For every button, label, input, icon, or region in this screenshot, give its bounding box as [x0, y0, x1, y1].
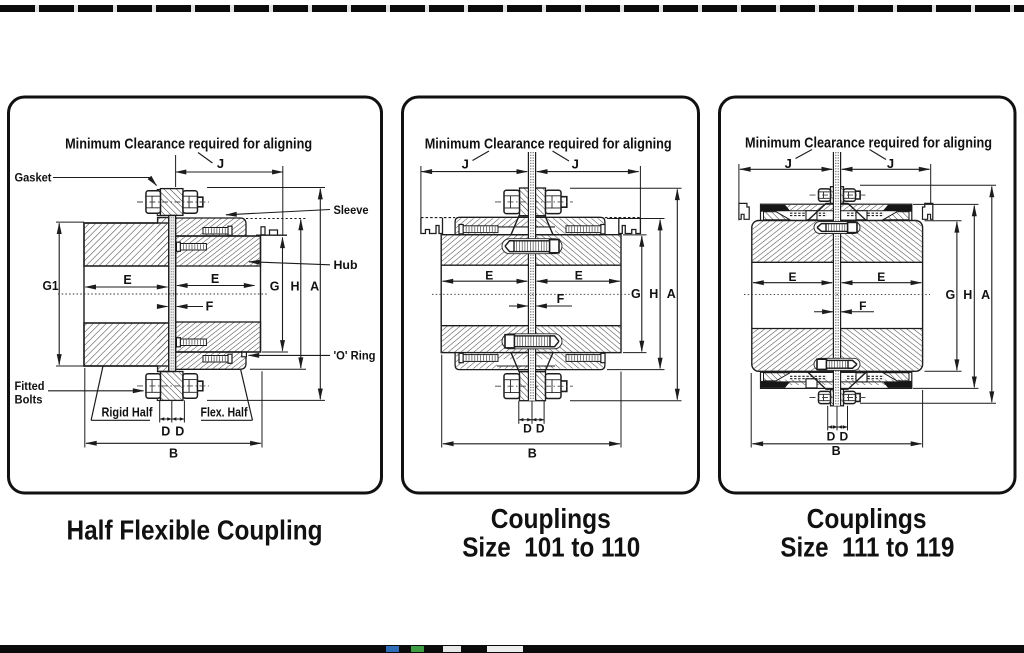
- svg-text:Rigid Half: Rigid Half: [102, 405, 154, 419]
- svg-text:B: B: [832, 444, 841, 458]
- svg-text:Bolts: Bolts: [15, 393, 43, 407]
- svg-text:B: B: [528, 447, 537, 461]
- svg-text:Fitted: Fitted: [15, 379, 45, 393]
- svg-text:Gasket: Gasket: [15, 171, 52, 185]
- svg-text:Couplings: Couplings: [807, 503, 927, 534]
- svg-text:Sleeve: Sleeve: [334, 203, 369, 217]
- svg-text:G: G: [946, 288, 956, 302]
- svg-text:Minimum Clearance required for: Minimum Clearance required for aligning: [745, 134, 992, 151]
- svg-text:Half Flexible Coupling: Half Flexible Coupling: [67, 515, 323, 546]
- svg-text:H: H: [649, 287, 658, 301]
- svg-text:J: J: [217, 156, 224, 171]
- svg-text:D: D: [839, 429, 848, 443]
- svg-text:G: G: [631, 287, 641, 301]
- svg-text:Minimum Clearance required for: Minimum Clearance required for aligning: [65, 135, 312, 152]
- svg-text:Size 111 to 119: Size 111 to 119: [780, 532, 954, 563]
- svg-text:H: H: [963, 288, 972, 302]
- svg-text:H: H: [290, 279, 299, 293]
- svg-text:E: E: [485, 268, 493, 282]
- svg-text:F: F: [859, 299, 866, 313]
- svg-text:G1: G1: [43, 279, 59, 293]
- svg-text:F: F: [557, 292, 565, 306]
- svg-text:J: J: [887, 156, 894, 171]
- svg-text:A: A: [310, 279, 319, 293]
- svg-text:J: J: [785, 156, 792, 171]
- svg-text:E: E: [123, 273, 131, 287]
- svg-text:D: D: [523, 422, 532, 436]
- svg-text:E: E: [575, 268, 583, 282]
- svg-text:Minimum Clearance required for: Minimum Clearance required for aligning: [425, 135, 672, 152]
- svg-text:E: E: [788, 270, 796, 284]
- svg-text:Hub: Hub: [334, 258, 358, 272]
- svg-text:D: D: [827, 429, 836, 443]
- svg-text:D: D: [175, 425, 184, 439]
- svg-text:Size 101 to 110: Size 101 to 110: [462, 532, 640, 563]
- svg-text:E: E: [211, 272, 219, 286]
- svg-text:F: F: [206, 300, 214, 314]
- svg-text:'O' Ring: 'O' Ring: [334, 349, 376, 363]
- svg-text:D: D: [161, 425, 170, 439]
- svg-text:J: J: [462, 157, 469, 172]
- svg-text:A: A: [981, 288, 990, 302]
- svg-text:Couplings: Couplings: [491, 503, 611, 534]
- svg-text:B: B: [169, 446, 178, 460]
- svg-text:E: E: [877, 270, 885, 284]
- svg-text:Flex. Half: Flex. Half: [201, 405, 249, 419]
- svg-text:D: D: [536, 422, 545, 436]
- svg-text:J: J: [572, 157, 579, 172]
- svg-text:G: G: [270, 279, 280, 293]
- svg-text:A: A: [667, 287, 676, 301]
